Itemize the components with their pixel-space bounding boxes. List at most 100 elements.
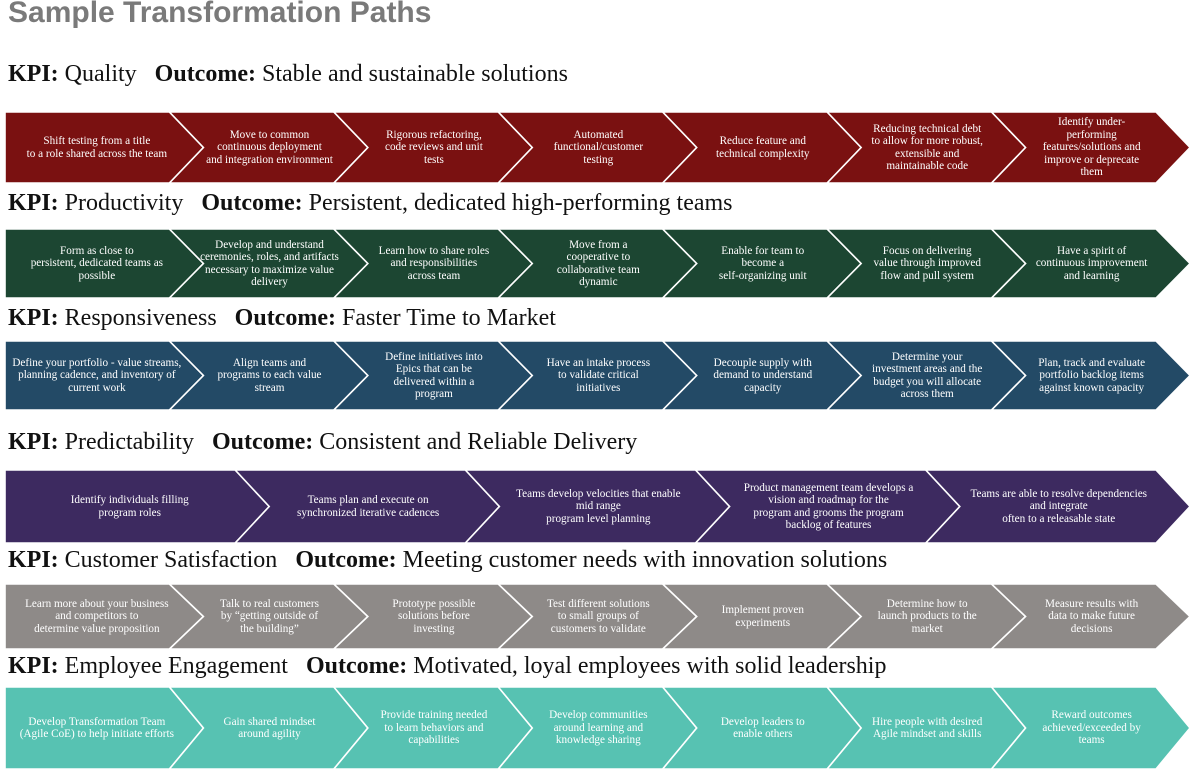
chevron-shapes bbox=[4, 341, 1192, 410]
chevron-band: Shift testing from a title to a role sha… bbox=[0, 112, 1192, 183]
chevron-step-label: Hire people with desired Agile mindset a… bbox=[872, 715, 983, 741]
outcome-label: Outcome: bbox=[295, 547, 397, 573]
outcome-label: Outcome: bbox=[201, 190, 303, 216]
chevron-step-label: Teams develop velocities that enable mid… bbox=[516, 487, 681, 525]
outcome-label: Outcome: bbox=[305, 653, 408, 679]
chevron-step-label: Implement proven experiments bbox=[721, 604, 804, 629]
chevron-step-label: Identify under- performing features/solu… bbox=[1042, 116, 1141, 179]
chevron-step bbox=[168, 584, 370, 649]
chevron-step-label: Decouple supply with demand to understan… bbox=[713, 356, 813, 394]
chevron-shapes bbox=[4, 470, 1192, 543]
outcome-text: Faster Time to Market bbox=[341, 305, 556, 331]
kpi-line: KPI: Quality Outcome: Stable and sustaina… bbox=[8, 60, 568, 88]
chevron-step-label: Talk to real customers by “getting outsi… bbox=[220, 597, 319, 635]
chevron-step-label: Develop leaders to enable others bbox=[720, 715, 805, 741]
chevron-step-label: Provide training needed to learn behavio… bbox=[380, 709, 488, 747]
chevron-step bbox=[826, 341, 1027, 410]
chevron-step bbox=[990, 584, 1192, 649]
chevron-step-label: Plan, track and evaluate portfolio backl… bbox=[1038, 356, 1146, 394]
outcome-text: Persistent, dedicated high-performing te… bbox=[308, 190, 733, 216]
chevron-step-label: Have a spirit of continuous improvement … bbox=[1035, 244, 1148, 282]
kpi-line: KPI: Customer Satisfaction Outcome: Meeti… bbox=[8, 546, 887, 574]
chevron-step bbox=[661, 112, 863, 183]
chevron-step-label: Learn more about your business and compe… bbox=[25, 597, 169, 635]
chevron-band: Develop Transformation Team (Agile CoE) … bbox=[0, 687, 1192, 769]
chevron-step-label: Product management team develops a visio… bbox=[743, 481, 914, 532]
chevron-step-label: Reducing technical debt to allow for mor… bbox=[871, 122, 983, 173]
chevron-step-label: Move to common continuous deployment and… bbox=[206, 128, 333, 166]
chevron-step bbox=[168, 341, 369, 410]
chevron-step bbox=[464, 470, 731, 543]
chevron-shapes bbox=[4, 229, 1192, 298]
chevron-step-label: Define initiatives into Epics that can b… bbox=[385, 350, 483, 401]
chevron-step bbox=[990, 341, 1192, 410]
chevron-step-label: Measure results with data to make future… bbox=[1045, 597, 1139, 635]
chevron-step bbox=[332, 229, 534, 298]
chevron-step-label: Define your portfolio - value streams, p… bbox=[12, 356, 182, 394]
chevron-step-label: Reward outcomes achieved/exceeded by tea… bbox=[1042, 709, 1141, 747]
chevron-step bbox=[661, 584, 863, 649]
kpi-name: Quality bbox=[64, 61, 137, 87]
chevron-step-label: Develop Transformation Team (Agile CoE) … bbox=[19, 715, 174, 741]
kpi-label: KPI: bbox=[8, 547, 59, 573]
chevron-step-label: Teams are able to resolve dependencies a… bbox=[970, 487, 1148, 525]
chevron-step-label: Enable for team to become a self-organiz… bbox=[718, 244, 807, 282]
kpi-line: KPI: Employee Engagement Outcome: Motivat… bbox=[8, 652, 886, 680]
chevron-step bbox=[990, 229, 1192, 298]
chevron-step-label: Reduce feature and technical complexity bbox=[716, 135, 810, 160]
kpi-label: KPI: bbox=[8, 190, 59, 216]
chevron-step-label: Prototype possible solutions before inve… bbox=[392, 597, 476, 635]
kpi-line: KPI: Productivity Outcome: Persistent, de… bbox=[8, 189, 733, 217]
kpi-label: KPI: bbox=[8, 429, 59, 455]
kpi-line: KPI: Responsiveness Outcome: Faster Time … bbox=[8, 304, 556, 332]
chevron-step bbox=[234, 470, 501, 543]
kpi-name: Employee Engagement bbox=[64, 653, 288, 679]
chevron-step bbox=[168, 112, 369, 183]
chevron-step bbox=[497, 687, 698, 769]
chevron-step-label: Develop communities around learning and … bbox=[549, 709, 648, 747]
chevron-step-label: Determine how to launch products to the … bbox=[877, 597, 977, 635]
chevron-shapes bbox=[4, 112, 1192, 183]
chevron-step bbox=[924, 470, 1192, 543]
chevron-step-label: Move from a cooperative to collaborative… bbox=[556, 238, 640, 289]
kpi-label: KPI: bbox=[8, 653, 59, 679]
chevron-step bbox=[497, 229, 698, 298]
chevron-step bbox=[990, 687, 1192, 769]
outcome-text: Motivated, loyal employees with solid le… bbox=[413, 653, 887, 679]
chevron-step bbox=[661, 341, 863, 410]
outcome-label: Outcome: bbox=[154, 61, 256, 87]
chevron-step bbox=[497, 584, 698, 649]
chevron-step bbox=[826, 112, 1027, 183]
kpi-name: Customer Satisfaction bbox=[64, 547, 278, 573]
chevron-step-label: Teams plan and execute on synchronized i… bbox=[297, 494, 440, 519]
chevron-band: Form as close to persistent, dedicated t… bbox=[0, 229, 1192, 298]
chevron-step bbox=[332, 584, 534, 649]
chevron-step-label: Gain shared mindset around agility bbox=[223, 715, 316, 741]
chevron-step bbox=[332, 112, 534, 183]
kpi-label: KPI: bbox=[8, 305, 59, 331]
outcome-text: Stable and sustainable solutions bbox=[261, 61, 568, 87]
chevron-step bbox=[168, 687, 369, 769]
chevron-step-label: Automated functional/customer testing bbox=[553, 128, 644, 166]
chevron-step-label: Focus on delivering value through improv… bbox=[873, 244, 981, 282]
chevron-step-label: Shift testing from a title to a role sha… bbox=[26, 135, 168, 160]
chevron-step bbox=[990, 112, 1192, 183]
chevron-step bbox=[332, 687, 534, 769]
chevron-step-label: Learn how to share roles and responsibil… bbox=[378, 244, 490, 282]
kpi-label: KPI: bbox=[8, 61, 59, 87]
chevron-step bbox=[497, 112, 698, 183]
kpi-name: Productivity bbox=[64, 190, 184, 216]
outcome-label: Outcome: bbox=[234, 305, 336, 331]
chevron-step bbox=[825, 584, 1027, 649]
chevron-step bbox=[497, 341, 698, 410]
chevron-band: Learn more about your business and compe… bbox=[0, 584, 1192, 649]
chevron-step bbox=[826, 229, 1027, 298]
outcome-text: Meeting customer needs with innovation s… bbox=[402, 547, 888, 573]
chevron-band: Identify individuals filling program rol… bbox=[0, 470, 1192, 543]
chevron-step bbox=[332, 341, 534, 410]
kpi-name: Responsiveness bbox=[64, 305, 217, 331]
chevron-step bbox=[826, 687, 1027, 769]
chevron-step-label: Form as close to persistent, dedicated t… bbox=[30, 244, 164, 282]
chevron-step-label: Have an intake process to validate criti… bbox=[546, 356, 651, 394]
outcome-label: Outcome: bbox=[211, 429, 314, 455]
